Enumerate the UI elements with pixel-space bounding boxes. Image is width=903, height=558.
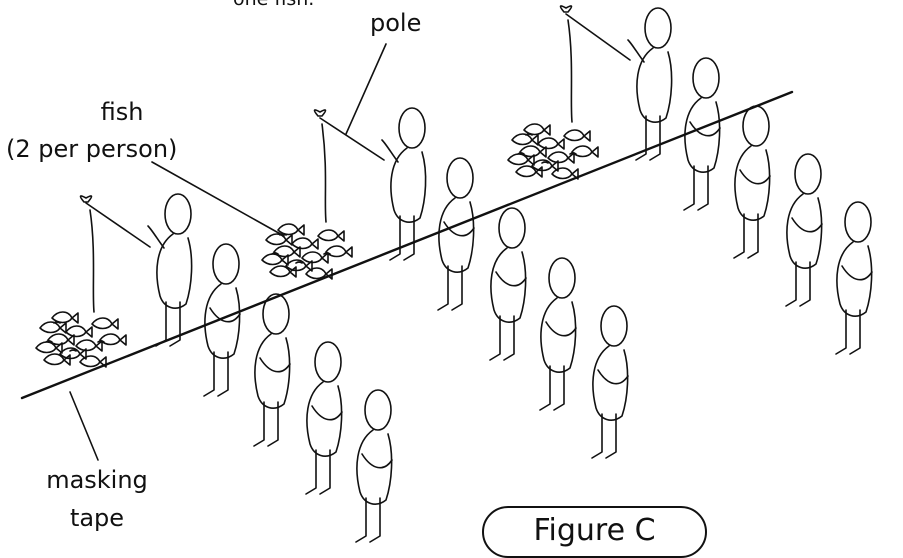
label-masking: masking — [46, 466, 148, 494]
station-3 — [507, 5, 873, 355]
station-1 — [35, 193, 393, 543]
bow-knot-icon — [79, 195, 93, 203]
bow-knot-icon — [559, 5, 573, 13]
pole-leader-line — [345, 43, 387, 135]
tape-leader-line — [69, 391, 99, 461]
label-fish-per-person: (2 per person) — [6, 135, 178, 163]
fishing-line — [567, 19, 573, 123]
label-one-fish: one fish. — [233, 0, 314, 12]
label-fish: fish — [100, 98, 144, 126]
fish-leader-line — [151, 161, 285, 237]
label-tape: tape — [69, 504, 125, 532]
label-pole: pole — [370, 9, 422, 37]
station-2 — [261, 107, 629, 459]
fishing-pole — [319, 117, 385, 161]
figure-caption: Figure C — [482, 506, 707, 558]
bow-knot-icon — [313, 109, 327, 117]
fishing-line — [89, 209, 95, 313]
fishing-pole — [85, 202, 151, 248]
fishing-line — [321, 123, 327, 223]
fishing-pole — [565, 13, 631, 61]
masking-tape-line — [20, 90, 794, 400]
